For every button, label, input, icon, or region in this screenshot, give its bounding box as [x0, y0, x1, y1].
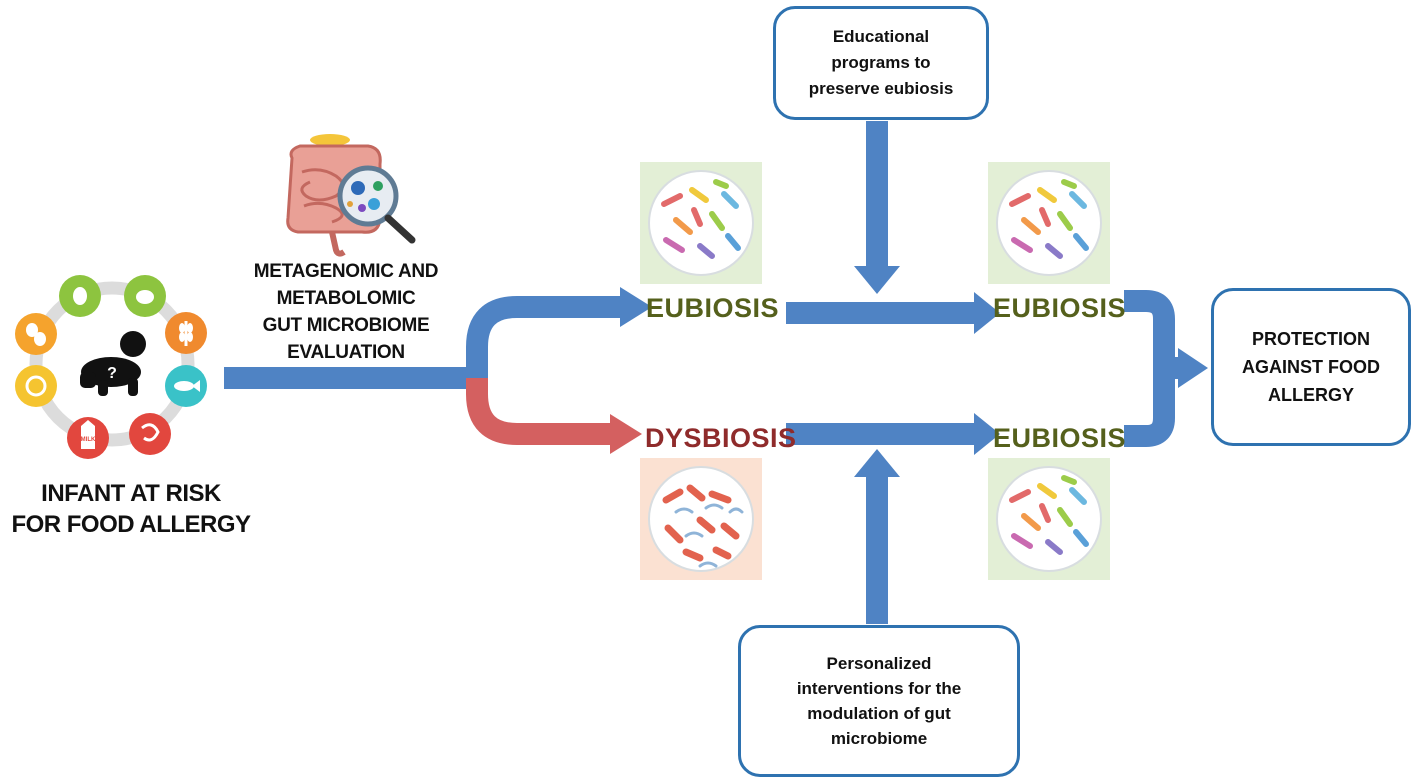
protection-box: PROTECTION AGAINST FOOD ALLERGY	[1211, 288, 1411, 446]
merge-bracket-arrow	[1124, 290, 1180, 447]
dysbiosis-label: DYSBIOSIS	[645, 423, 797, 453]
educational-down-arrow	[866, 121, 888, 269]
eubiosis-tile-preserved	[988, 162, 1110, 284]
eubiosis-continue-arrow	[786, 302, 976, 324]
allergen-ring	[29, 281, 195, 447]
protection-text: PROTECTION AGAINST FOOD ALLERGY	[1242, 329, 1380, 405]
soy-icon	[15, 365, 57, 407]
branch-to-dysbiosis-arrowhead	[610, 414, 642, 454]
gut-magnifier-icon	[286, 134, 416, 257]
personalized-up-arrowhead	[854, 449, 900, 477]
infant-at-risk-label: INFANT AT RISK FOR FOOD ALLERGY	[11, 480, 251, 538]
egg-icon	[59, 275, 101, 317]
educational-programs-box: Educational programs to preserve eubiosi…	[773, 6, 989, 120]
personalized-interventions-box: Personalized interventions for the modul…	[738, 625, 1020, 777]
dysbiosis-to-eubiosis-arrowhead	[974, 413, 1000, 455]
peanut-icon	[15, 313, 57, 355]
wheat-icon	[165, 312, 207, 354]
nut-icon	[124, 275, 166, 317]
eubiosis-tile-restored	[988, 458, 1110, 580]
main-trunk-arrow	[224, 367, 480, 389]
protection-arrowhead	[1178, 348, 1208, 388]
infant-allergen-graphic: MILK ?	[15, 275, 207, 459]
microbiome-evaluation-label: METAGENOMIC AND METABOLOMIC GUT MICROBIO…	[253, 261, 439, 363]
branch-to-eubiosis-arrowhead	[620, 287, 652, 327]
personalized-interventions-text: Personalized interventions for the modul…	[796, 654, 962, 748]
fish-icon	[165, 365, 207, 407]
magnifier-lens	[337, 165, 399, 227]
personalized-up-arrow	[866, 474, 888, 624]
milk-icon: MILK	[67, 417, 109, 459]
eubiosis-preserved-label: EUBIOSIS	[993, 293, 1127, 323]
shrimp-icon	[129, 413, 171, 455]
dysbiosis-to-eubiosis-arrow	[786, 423, 976, 445]
educational-programs-text: Educational programs to preserve eubiosi…	[808, 27, 954, 98]
flow-arrows	[224, 121, 1208, 624]
dysbiosis-tile	[640, 458, 762, 580]
branch-to-eubiosis-arrow	[466, 296, 622, 378]
question-mark-icon: ?	[107, 365, 117, 382]
branch-to-dysbiosis-arrow	[466, 378, 612, 445]
eubiosis-continue-arrowhead	[974, 292, 1000, 334]
eubiosis-restored-label: EUBIOSIS	[993, 423, 1127, 453]
milk-text: MILK	[81, 437, 96, 443]
eubiosis-tile-initial	[640, 162, 762, 284]
eubiosis-initial-label: EUBIOSIS	[646, 293, 780, 323]
crawling-baby-icon: ?	[80, 331, 146, 396]
educational-down-arrowhead	[854, 266, 900, 294]
